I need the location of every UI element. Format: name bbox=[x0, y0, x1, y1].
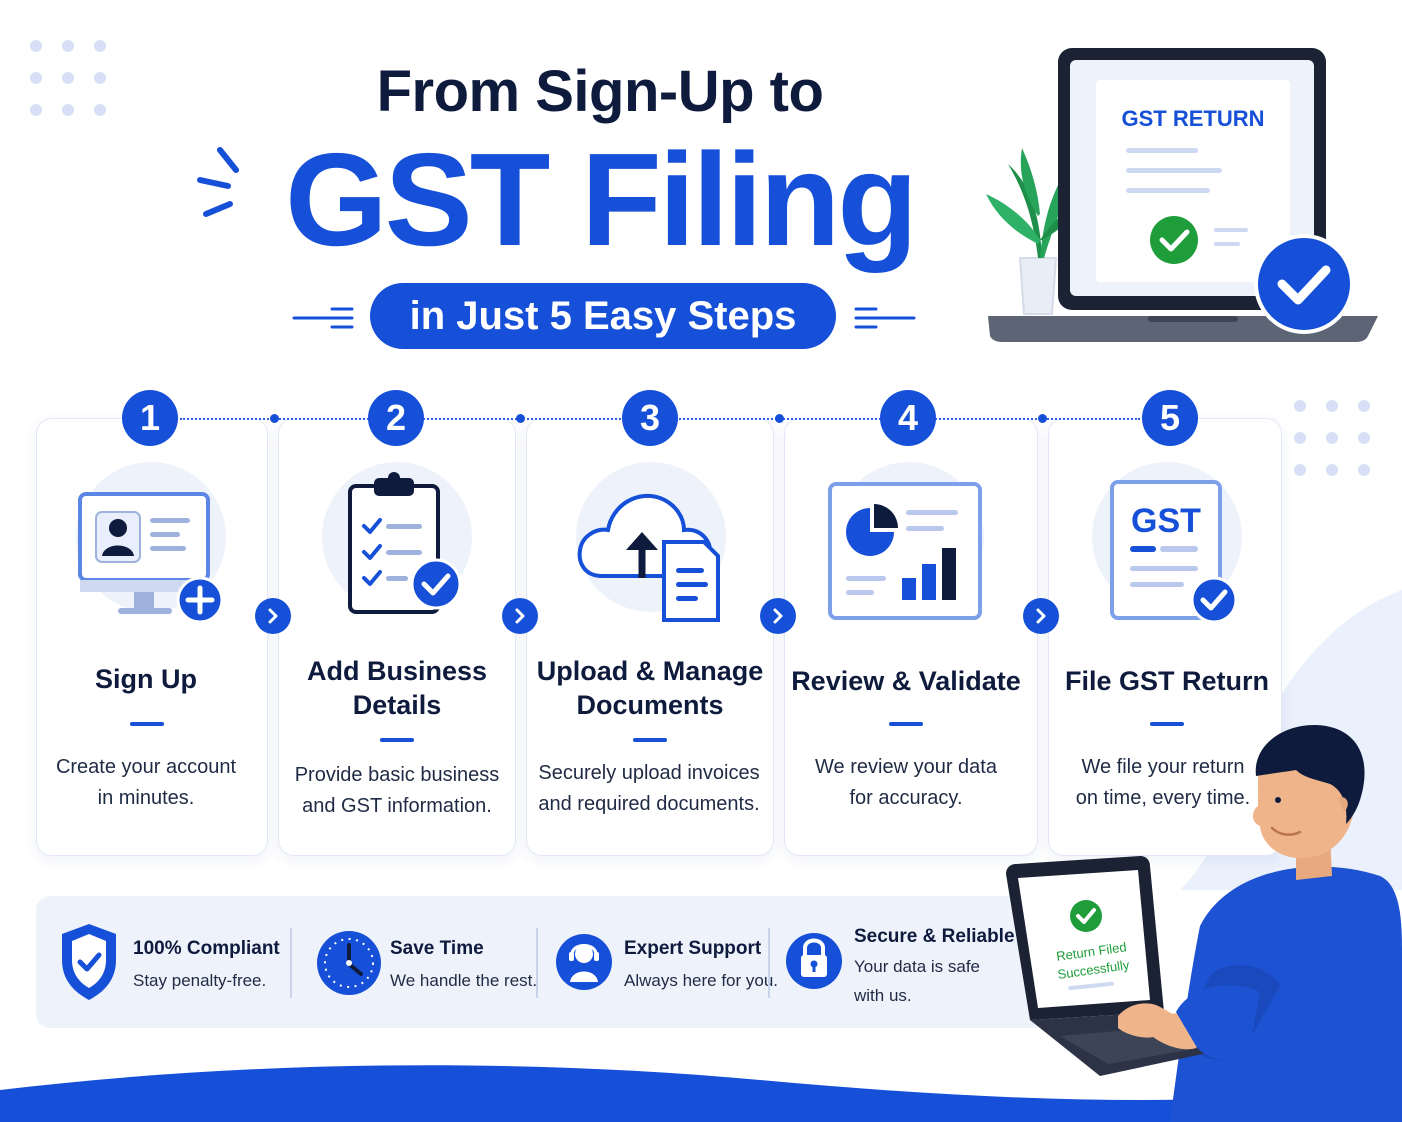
benefit-separator bbox=[536, 928, 538, 998]
benefit-subtitle-save-time: We handle the rest. bbox=[390, 971, 538, 990]
title-line-1: From Sign-Up to bbox=[376, 59, 824, 124]
benefit-title-secure: Secure & Reliable bbox=[854, 926, 1015, 947]
step-title-2: Add Business Details bbox=[306, 656, 488, 720]
shield-check-icon bbox=[62, 924, 116, 1000]
step-number-3: 3 bbox=[622, 390, 678, 446]
benefit-title-compliant: 100% Compliant bbox=[133, 938, 280, 959]
step-description-1: Create your account in minutes. bbox=[55, 756, 237, 809]
subtitle-pill: in Just 5 Easy Steps bbox=[370, 283, 836, 349]
next-arrow-icon bbox=[502, 598, 538, 634]
cloud-upload-document-icon bbox=[577, 494, 720, 622]
step-divider bbox=[633, 738, 667, 742]
benefit-subtitle-compliant: Stay penalty-free. bbox=[133, 971, 267, 990]
gst-return-heading: GST RETURN bbox=[1122, 106, 1265, 131]
sparkle-lines-icon bbox=[197, 147, 239, 217]
step-divider bbox=[130, 722, 164, 726]
person-with-laptop-illustration: Return Filed Successfully bbox=[1006, 725, 1402, 1122]
step-description-2: Provide basic business and GST informati… bbox=[294, 764, 500, 817]
step-title-1: Sign Up bbox=[95, 664, 197, 694]
hero-laptop-illustration: GST RETURN bbox=[986, 48, 1378, 342]
clock-icon bbox=[317, 931, 381, 995]
clipboard-checklist-icon bbox=[348, 472, 462, 614]
support-agent-icon bbox=[556, 934, 612, 990]
next-arrow-icon bbox=[255, 598, 291, 634]
benefits-bar bbox=[36, 896, 1046, 1028]
step-description-3: Securely upload invoices and required do… bbox=[538, 762, 760, 815]
gst-label: GST bbox=[1131, 502, 1201, 540]
step-divider bbox=[380, 738, 414, 742]
analytics-report-icon bbox=[828, 482, 982, 620]
step-description-4: We review your data for accuracy. bbox=[815, 756, 997, 809]
decorative-dots-right bbox=[1294, 400, 1370, 476]
benefit-subtitle-secure: Your data is safe with us. bbox=[854, 957, 981, 1005]
step-number-5: 5 bbox=[1142, 390, 1198, 446]
speed-lines-right-icon bbox=[854, 307, 916, 329]
next-arrow-icon bbox=[760, 598, 796, 634]
step-number-1: 1 bbox=[122, 390, 178, 446]
benefit-separator bbox=[768, 928, 770, 998]
benefit-title-save-time: Save Time bbox=[390, 938, 484, 959]
connector-dot bbox=[270, 414, 279, 423]
benefit-separator bbox=[290, 928, 292, 998]
background-wave-bottom bbox=[0, 1065, 1402, 1122]
step-title-4: Review & Validate bbox=[791, 666, 1021, 696]
connector-dot bbox=[516, 414, 525, 423]
gst-document-check-icon: GST bbox=[1110, 480, 1238, 624]
connector-dot bbox=[1038, 414, 1047, 423]
speed-lines-left-icon bbox=[292, 307, 354, 329]
benefit-title-expert-support: Expert Support bbox=[624, 938, 762, 959]
benefit-subtitle-expert-support: Always here for you. bbox=[624, 971, 779, 990]
connector-dot bbox=[775, 414, 784, 423]
step-divider bbox=[1150, 722, 1184, 726]
title-line-2: GST Filing bbox=[285, 126, 918, 273]
decorative-dots-top-left bbox=[30, 40, 106, 116]
step-title-5: File GST Return bbox=[1064, 666, 1270, 696]
step-title-3: Upload & Manage Documents bbox=[536, 656, 764, 720]
step-number-2: 2 bbox=[368, 390, 424, 446]
user-profile-monitor-add-icon bbox=[78, 492, 224, 624]
step-description-5: We file your return on time, every time. bbox=[1075, 756, 1251, 809]
padlock-icon bbox=[786, 933, 842, 989]
step-divider bbox=[889, 722, 923, 726]
next-arrow-icon bbox=[1023, 598, 1059, 634]
step-number-4: 4 bbox=[880, 390, 936, 446]
